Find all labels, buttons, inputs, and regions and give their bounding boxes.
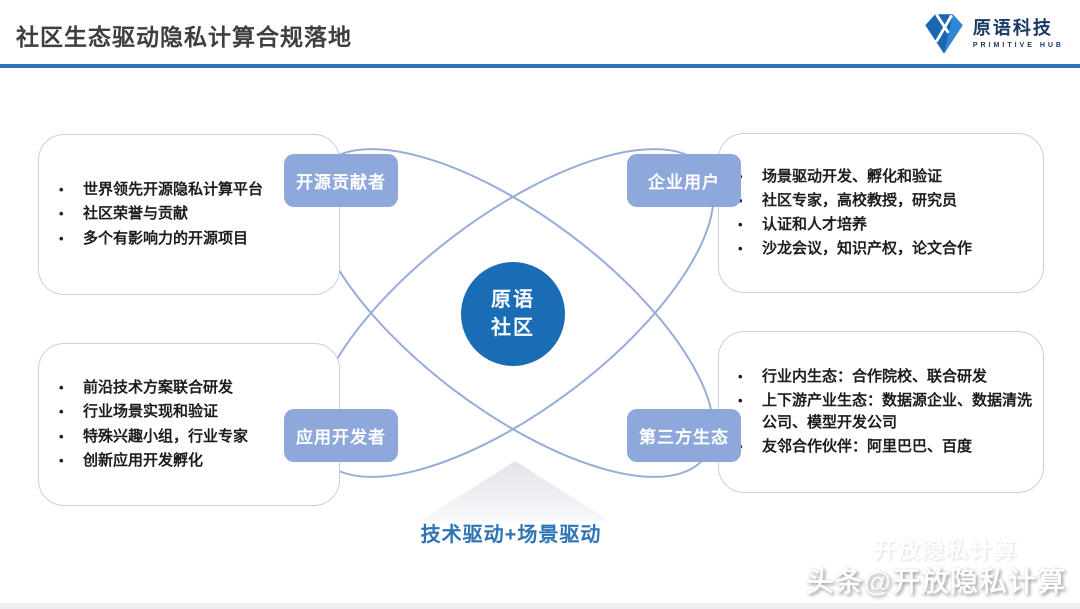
bottom-edge-strip [0, 603, 1080, 609]
bullet-item: 社区荣誉与贡献 [55, 203, 331, 225]
bullet-item: 多个有影响力的开源项目 [55, 228, 331, 250]
bullet-item: 场景驱动开发、孵化和验证 [734, 166, 1039, 188]
bullet-item: 社区专家，高校教授，研究员 [734, 190, 1039, 212]
bullet-item: 世界领先开源隐私计算平台 [55, 179, 331, 201]
bullet-item: 前沿技术方案联合研发 [55, 377, 331, 399]
logo-name: 原语科技 [972, 18, 1053, 39]
info-card-third-party-ecosystem: 行业内生态：合作院校、联合研发 上下游产业生态：数据源企业、数据清洗公司、模型开… [718, 331, 1044, 493]
bullet-item: 创新应用开发孵化 [55, 450, 331, 472]
center-node-line2: 社区 [491, 317, 535, 339]
bullet-list: 世界领先开源隐私计算平台 社区荣誉与贡献 多个有影响力的开源项目 [55, 177, 331, 251]
bullet-list: 场景驱动开发、孵化和验证 社区专家，高校教授，研究员 认证和人才培养 沙龙会议，… [734, 164, 1039, 262]
logo-subtitle: PRIMITIVE HUB [972, 41, 1064, 49]
up-arrow-shape [420, 461, 610, 521]
bullet-item: 沙龙会议，知识产权，论文合作 [734, 238, 1039, 260]
node-label-enterprise-users: 企业用户 [627, 154, 741, 207]
watermark-ghost-text: 开放隐私计算 [873, 538, 1018, 563]
bullet-item: 上下游产业生态：数据源企业、数据清洗公司、模型开发公司 [734, 390, 1039, 434]
bullet-item: 友邻合作伙伴：阿里巴巴、百度 [734, 436, 1039, 458]
node-label-third-party-ecosystem: 第三方生态 [627, 409, 741, 462]
bullet-list: 前沿技术方案联合研发 行业场景实现和验证 特殊兴趣小组，行业专家 创新应用开发孵… [55, 375, 331, 473]
center-node-line1: 原语 [491, 289, 535, 311]
node-label-open-source-contributors: 开源贡献者 [284, 154, 398, 207]
bullet-item: 认证和人才培养 [734, 214, 1039, 236]
center-community-node: 原语 社区 [461, 262, 565, 366]
bullet-item: 行业场景实现和验证 [55, 401, 331, 423]
footer-caption: 技术驱动+场景驱动 [420, 524, 602, 546]
primitive-hub-logo-icon [925, 13, 963, 54]
bullet-list: 行业内生态：合作院校、联合研发 上下游产业生态：数据源企业、数据清洗公司、模型开… [734, 364, 1039, 460]
primitive-hub-logo: 原语科技 PRIMITIVE HUB [922, 12, 1064, 56]
bullet-item: 特殊兴趣小组，行业专家 [55, 426, 331, 448]
node-label-app-developers: 应用开发者 [284, 409, 398, 462]
info-card-open-source-contributors: 世界领先开源隐私计算平台 社区荣誉与贡献 多个有影响力的开源项目 [38, 134, 340, 295]
title-underline [0, 64, 1080, 68]
info-card-enterprise-users: 场景驱动开发、孵化和验证 社区专家，高校教授，研究员 认证和人才培养 沙龙会议，… [718, 133, 1044, 293]
bullet-item: 行业内生态：合作院校、联合研发 [734, 366, 1039, 388]
logo-text: 原语科技 PRIMITIVE HUB [973, 18, 1064, 50]
page-title: 社区生态驱动隐私计算合规落地 [16, 24, 352, 50]
watermark-text: 头条@开放隐私计算 [805, 566, 1066, 597]
